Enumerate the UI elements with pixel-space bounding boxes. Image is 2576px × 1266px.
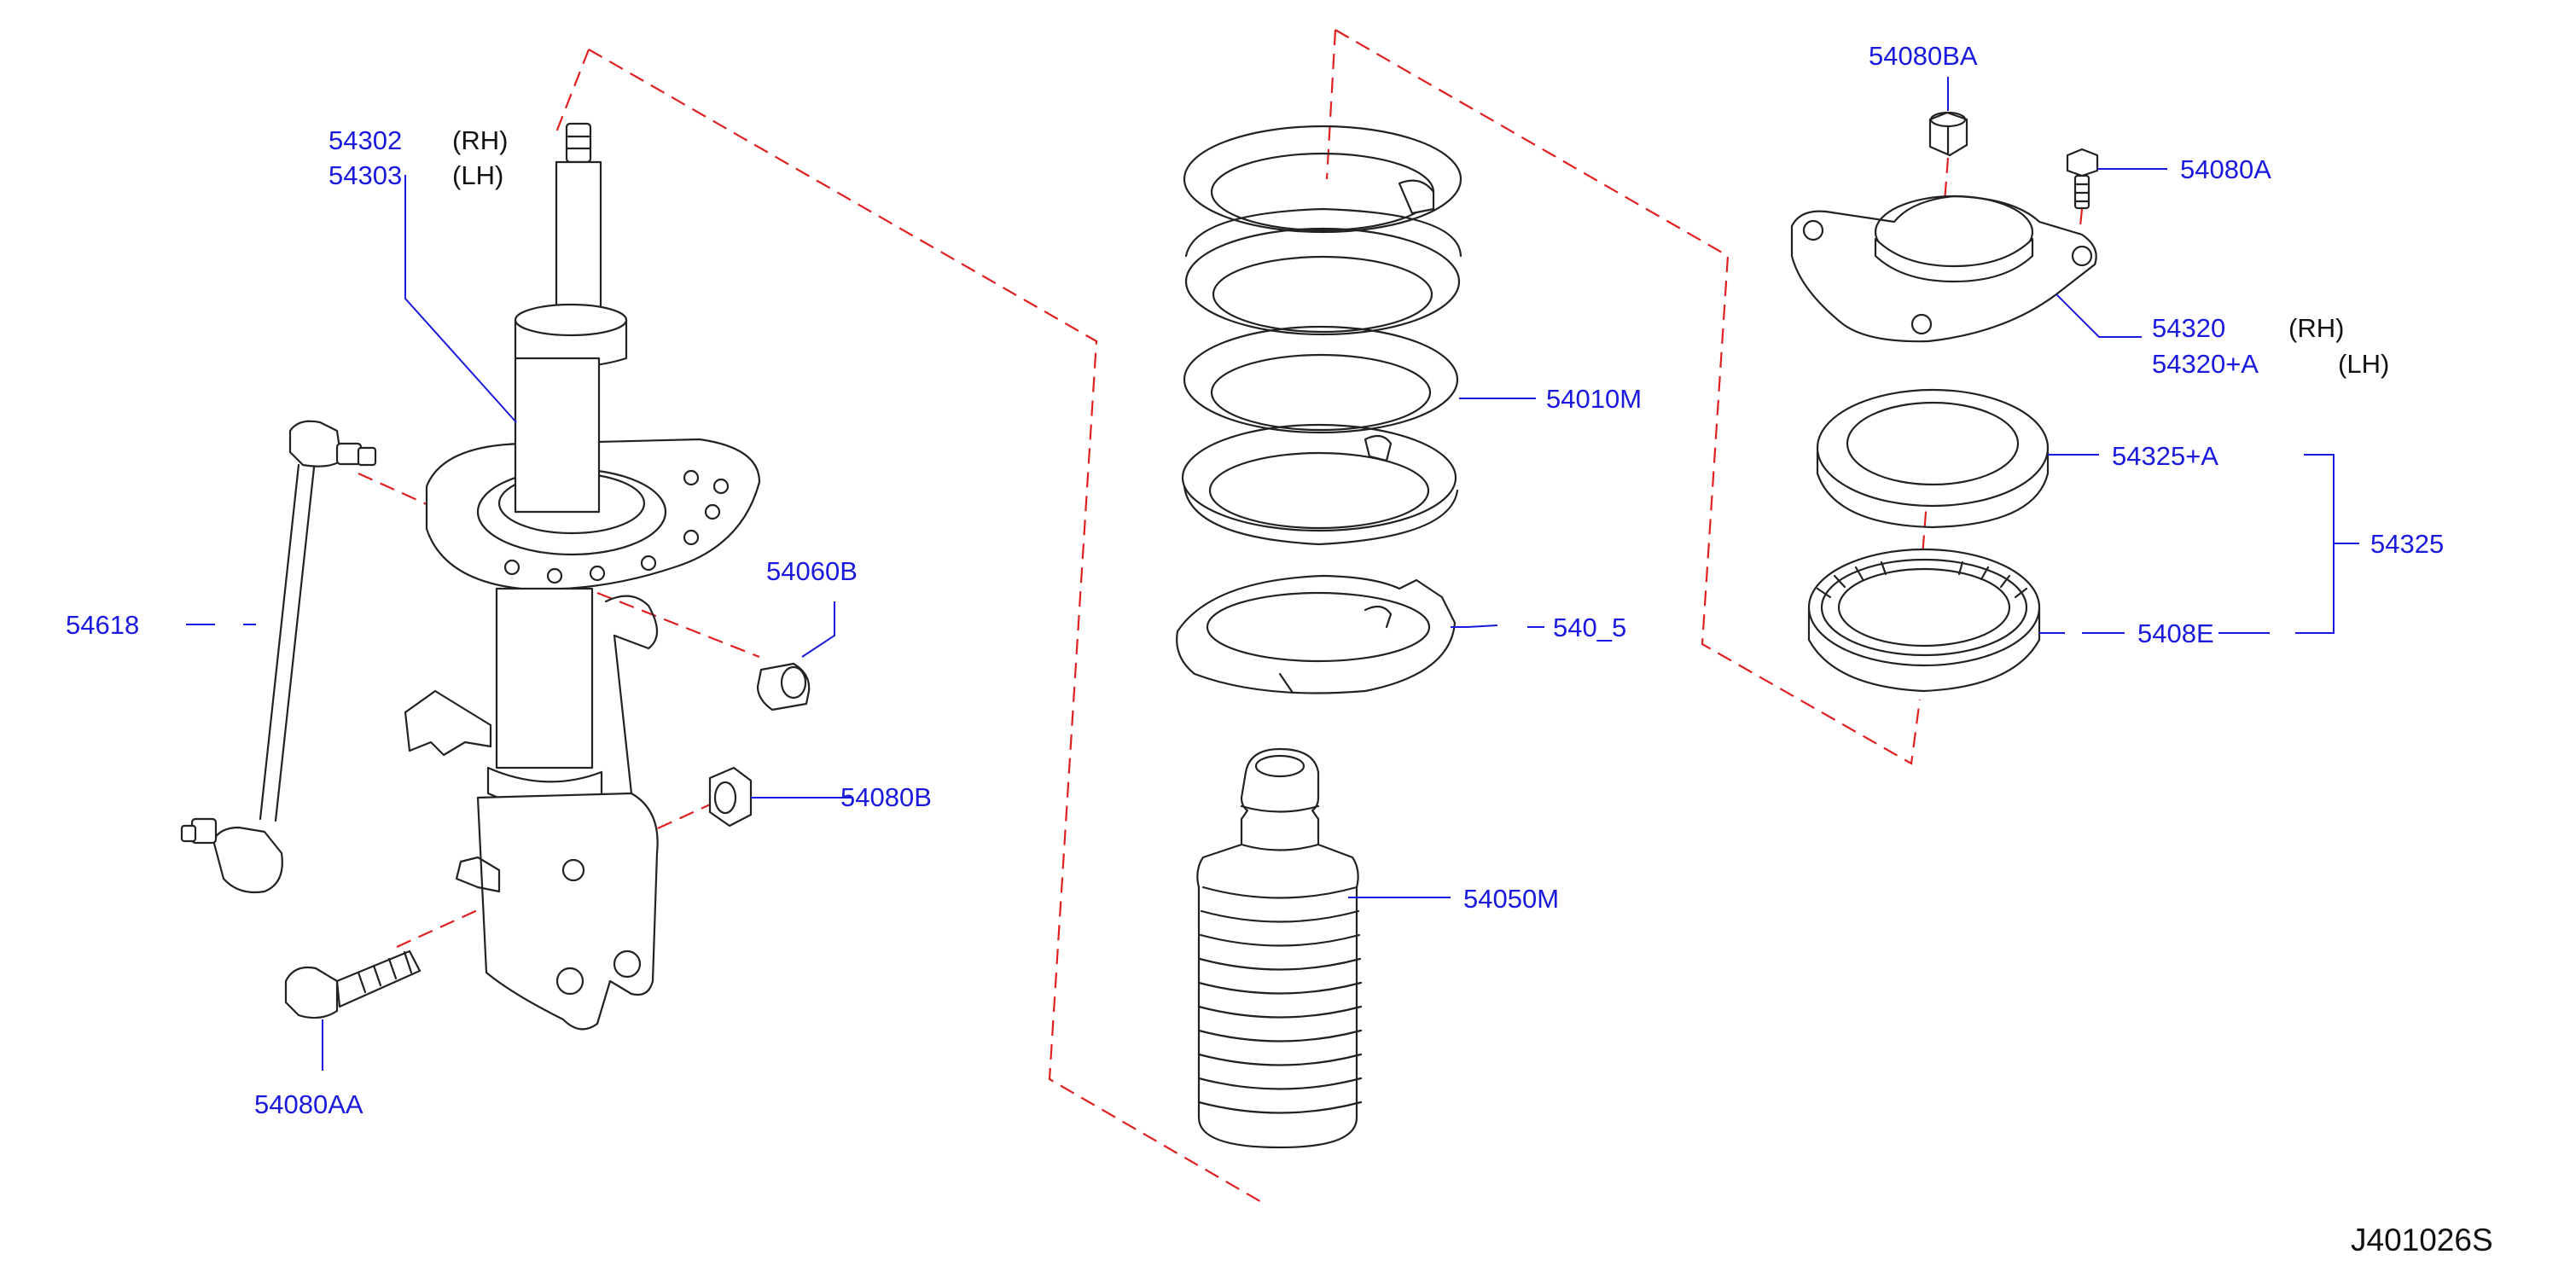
part-number-54320: 54320: [2152, 313, 2225, 343]
part-number-54080b: 54080B: [840, 782, 932, 812]
side-label-rh-54320: (RH): [2288, 313, 2344, 343]
part-number-54080ba: 54080BA: [1869, 41, 1978, 71]
stabilizer-link[interactable]: [180, 420, 377, 894]
strut-assembly[interactable]: [404, 122, 761, 1031]
diagram-code: J401026S: [2351, 1222, 2493, 1257]
part-number-54618: 54618: [66, 610, 139, 640]
bolt-54080aa[interactable]: [284, 950, 422, 1019]
part-number-54302: 54302: [329, 125, 402, 155]
spring-seat[interactable]: [1176, 574, 1457, 694]
part-number-54010m: 54010M: [1546, 384, 1642, 414]
part-number-54080aa: 54080AA: [254, 1089, 363, 1119]
part-number-5408e: 5408E: [2137, 618, 2214, 648]
leader-lines: [186, 77, 2359, 1071]
part-number-54320a: 54320+A: [2152, 349, 2259, 379]
part-number-54325a: 54325+A: [2112, 441, 2218, 471]
bound-bumper[interactable]: [1196, 747, 1363, 1149]
side-label-lh-54320a: (LH): [2338, 349, 2389, 379]
side-label-rh-54302: (RH): [452, 125, 508, 155]
part-number-54303: 54303: [329, 160, 402, 190]
part-number-540-5: 540_5: [1553, 613, 1626, 642]
part-number-54080a: 54080A: [2180, 154, 2271, 184]
mount-bearing[interactable]: [1816, 388, 2050, 529]
nut-54080b[interactable]: [708, 766, 753, 828]
strut-mount[interactable]: [1790, 195, 2097, 343]
part-number-54325: 54325: [2370, 529, 2444, 559]
part-number-54060b: 54060B: [766, 556, 858, 586]
nut-54080ba[interactable]: [1928, 111, 1968, 157]
coil-spring[interactable]: [1181, 125, 1462, 546]
part-number-54050m: 54050M: [1463, 884, 1559, 914]
side-label-lh-54303: (LH): [452, 160, 503, 190]
nut-54060b[interactable]: [756, 662, 811, 711]
bolt-54080a[interactable]: [2066, 148, 2099, 210]
bearing-seal[interactable]: [1807, 548, 2041, 693]
